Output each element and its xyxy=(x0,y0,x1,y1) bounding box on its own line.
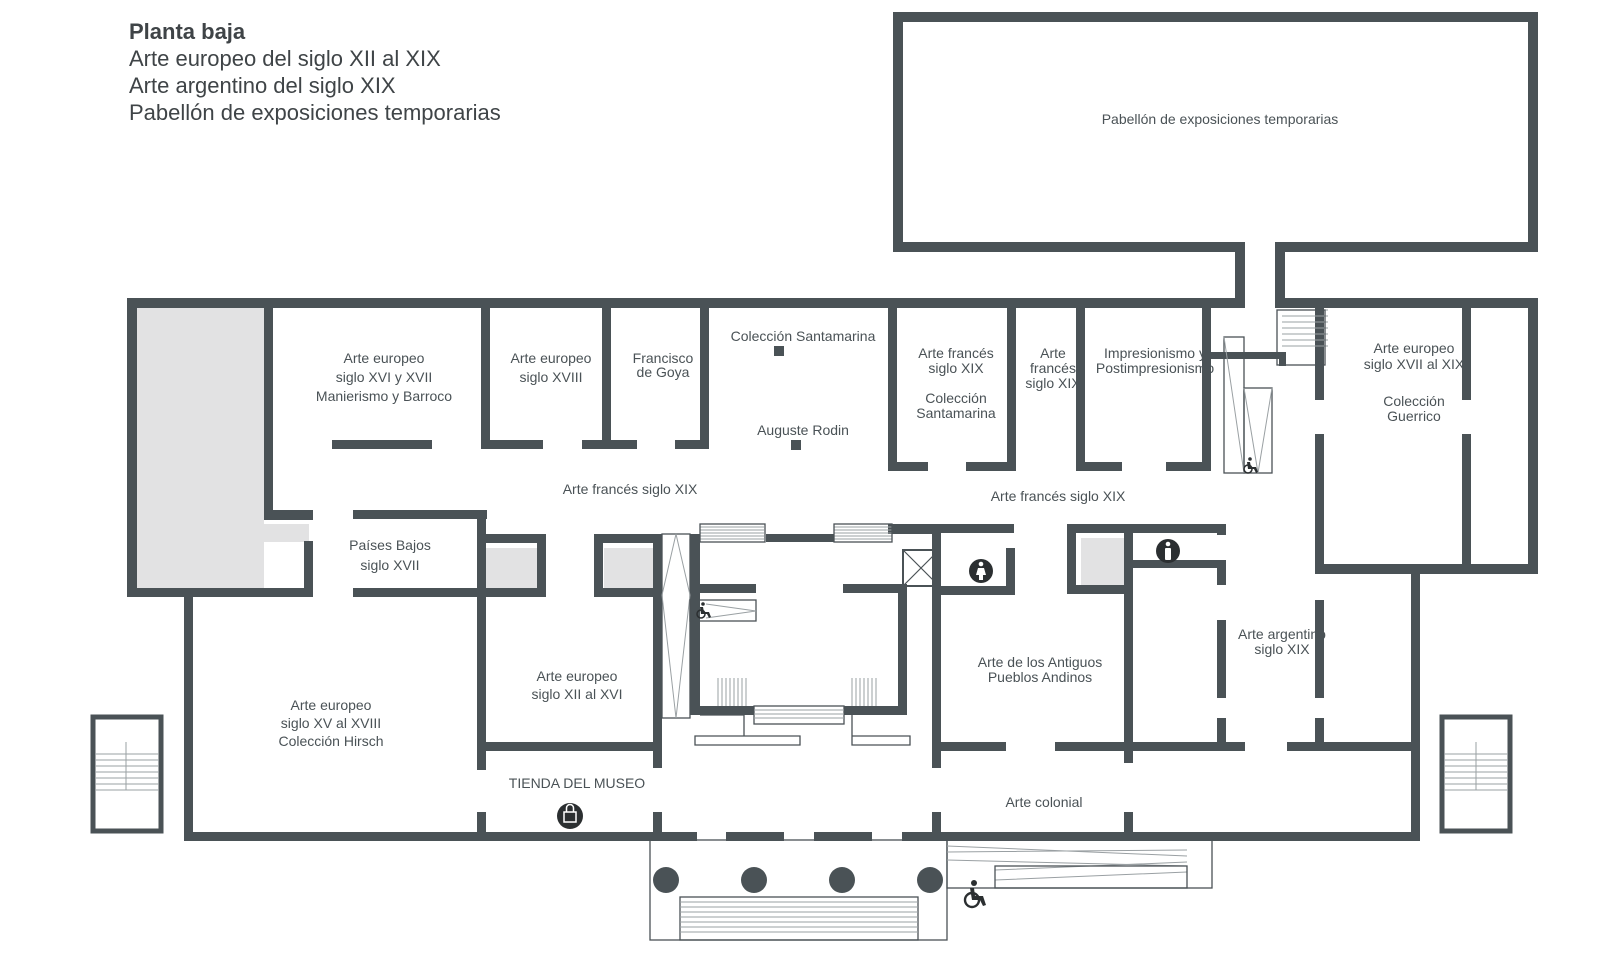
elevator-icon xyxy=(902,549,940,587)
room-label-line: Arte francés xyxy=(918,345,993,361)
room-label-line: Arte de los Antiguos xyxy=(978,654,1103,670)
room-label-line: Manierismo y Barroco xyxy=(316,388,452,404)
room-label-line: siglo XV al XVIII xyxy=(281,715,381,731)
legend-line: Arte europeo del siglo XII al XIX xyxy=(129,46,441,71)
room-label-colonial: Arte colonial xyxy=(1005,794,1082,810)
room-label-line: siglo XVIII xyxy=(519,369,582,385)
room-label-line: francés xyxy=(1030,360,1076,376)
shopping-bag-icon xyxy=(557,803,583,829)
restroom-women-icon xyxy=(969,559,993,583)
interior-walls xyxy=(264,298,1471,834)
wheelchair-icon xyxy=(963,880,986,909)
room-label-line: siglo XIX xyxy=(928,360,984,376)
room-label-line: siglo XIX xyxy=(1254,641,1310,657)
room-label-pabellon: Pabellón de exposiciones temporarias xyxy=(1102,111,1339,127)
room-labels: Pabellón de exposiciones temporarias Art… xyxy=(278,111,1464,810)
room-label-line: de Goya xyxy=(637,364,690,380)
room-label-line: Arte europeo xyxy=(511,350,592,366)
wheelchair-icon xyxy=(1243,457,1258,474)
room-label-line: Arte xyxy=(1040,345,1066,361)
interior-ramps xyxy=(661,336,1273,719)
room-label-line: siglo XII al XVI xyxy=(531,686,622,702)
room-label-line: siglo XVII xyxy=(360,557,419,573)
shaded-areas xyxy=(137,307,1133,590)
stairs-icon xyxy=(90,309,1513,834)
room-label-line: Colección xyxy=(925,390,986,406)
room-label-tienda: TIENDA DEL MUSEO xyxy=(509,775,646,791)
room-label-line: Arte argentino xyxy=(1238,626,1326,642)
floor-legend: Planta baja Arte europeo del siglo XII a… xyxy=(129,18,501,126)
outer-walls xyxy=(127,298,1538,841)
room-label-santamarina: Colección Santamarina xyxy=(731,328,876,344)
room-label-line: Arte europeo xyxy=(344,350,425,366)
floor-title: Planta baja xyxy=(129,19,246,44)
room-label-line: Arte europeo xyxy=(537,668,618,684)
room-label-line: Impresionismo y xyxy=(1104,345,1206,361)
room-label-line: Postimpresionismo xyxy=(1096,360,1214,376)
room-label-line: Arte europeo xyxy=(291,697,372,713)
room-label-line: siglo XIX xyxy=(1025,375,1081,391)
room-label-line: Guerrico xyxy=(1387,408,1441,424)
entrance xyxy=(649,839,1213,941)
room-label-line: Países Bajos xyxy=(349,537,431,553)
legend-line: Pabellón de exposiciones temporarias xyxy=(129,100,501,125)
room-label-line: Arte europeo xyxy=(1374,340,1455,356)
wheelchair-icon xyxy=(696,602,711,619)
pavilion-walls xyxy=(893,12,1538,298)
room-label-frances-hall: Arte francés siglo XIX xyxy=(991,488,1126,504)
room-label-line: siglo XVII al XIX xyxy=(1364,356,1465,372)
room-label-frances-hall: Arte francés siglo XIX xyxy=(563,481,698,497)
room-label-rodin: Auguste Rodin xyxy=(757,422,849,438)
legend-line: Arte argentino del siglo XIX xyxy=(129,73,396,98)
room-label-line: Santamarina xyxy=(916,405,996,421)
restroom-men-icon xyxy=(1156,539,1180,563)
room-label-line: Pueblos Andinos xyxy=(988,669,1092,685)
room-label-line: Colección Hirsch xyxy=(278,733,383,749)
room-label-line: Colección xyxy=(1383,393,1444,409)
room-label-line: siglo XVI y XVII xyxy=(336,369,432,385)
room-label-line: Francisco xyxy=(633,350,694,366)
